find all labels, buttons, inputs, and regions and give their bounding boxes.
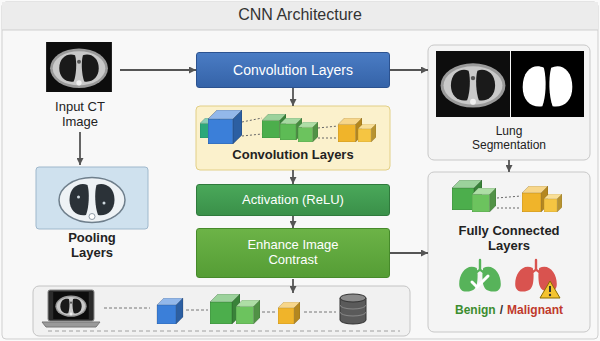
process-box: Enhance Image Contrast: [196, 228, 390, 278]
node-label: Malignant: [507, 304, 563, 318]
node-label: /: [500, 304, 503, 318]
fully-connected-panel: [472, 188, 496, 212]
flow-arrow: [120, 69, 196, 71]
convolution-panel: [358, 124, 376, 142]
text-row: Lung Segmentation: [464, 125, 554, 153]
convolution-panel: [298, 122, 318, 142]
output-panel: [33, 279, 410, 336]
flow-arrow: [292, 170, 294, 184]
text-row: Enhance Image Contrast: [233, 238, 353, 268]
output-panel: [53, 292, 89, 319]
malignant-lung-icon: [549, 286, 551, 292]
output-panel: [304, 312, 336, 313]
output-panel: [157, 298, 183, 324]
fully-connected-panel: [428, 172, 590, 332]
node-label: Convolution Layers: [232, 148, 353, 163]
convolution-panel: [208, 110, 242, 144]
node-label: Fully Connected Layers: [439, 224, 579, 254]
text-row: Benign / Malignant: [455, 304, 563, 318]
output-panel: [186, 310, 208, 311]
fully-connected-panel: [497, 196, 521, 208]
node-label: Convolution Layers: [233, 62, 353, 78]
output-panel: [48, 331, 400, 332]
convolution-panel: [318, 126, 338, 138]
node-label: Enhance Image Contrast: [233, 238, 353, 268]
segmentation-panel: [523, 66, 546, 106]
output-panel: [48, 290, 94, 321]
output-panel: [33, 286, 410, 336]
fully-connected-panel: [428, 172, 590, 332]
segmentation-panel: [549, 66, 572, 106]
benign-lung-icon: [459, 260, 501, 292]
layer-box: Convolution Layers: [196, 106, 390, 170]
segmentation-node: Lung Segmentation: [428, 45, 590, 160]
malignant-lung-icon: [515, 260, 560, 298]
flow-arrow: [508, 160, 510, 172]
flow-arrow: [390, 252, 428, 254]
input-ct-image: [46, 42, 112, 92]
segmentation-panel: [523, 66, 573, 106]
pooling-image: [59, 178, 125, 223]
output-panel: [262, 312, 276, 313]
segmentation-panel: [511, 51, 584, 117]
benign-lung-icon: [459, 260, 501, 292]
output-panel: [42, 322, 100, 327]
fully-connected-panel: [544, 194, 562, 212]
node-label: Activation (ReLU): [242, 193, 344, 208]
input-ct-image: [46, 42, 112, 92]
benign-lung-icon: [472, 276, 488, 287]
output-panel: [278, 302, 300, 324]
classifier-node: Fully Connected LayersBenign / Malignant: [428, 172, 590, 332]
output-panel: [292, 279, 294, 293]
convolution-panel: [242, 118, 262, 136]
diagram-title: CNN Architecture: [0, 6, 600, 24]
flow-arrow: [79, 132, 81, 165]
process-box: Activation (ReLU): [196, 184, 390, 216]
output-panel: [210, 294, 240, 324]
convolution-panel: [196, 106, 390, 170]
convolution-panel: [196, 106, 390, 170]
segmentation-panel: [436, 51, 510, 117]
pooling-node: Pooling Layers: [33, 165, 151, 261]
text-row: Input CT Image: [49, 100, 111, 130]
segmentation-panel: [428, 45, 590, 160]
text-row: Convolution Layers: [233, 62, 353, 78]
node-label: Pooling Layers: [57, 231, 127, 261]
flow-arrow: [292, 216, 294, 228]
malignant-lung-icon: [549, 294, 551, 296]
segmentation-panel: [436, 56, 510, 112]
flow-arrow: [390, 69, 428, 71]
text-row: Pooling Layers: [57, 231, 127, 261]
output-panel: [340, 294, 366, 302]
flow-arrow: [292, 88, 294, 106]
text-row: Fully Connected Layers: [439, 224, 579, 254]
node-label: Benign: [455, 304, 496, 318]
malignant-lung-icon: [540, 281, 560, 298]
text-row: Activation (ReLU): [242, 193, 344, 208]
input-image-node: Input CT Image: [40, 40, 120, 132]
process-box: Convolution Layers: [196, 52, 390, 88]
node-label: Lung Segmentation: [464, 125, 554, 153]
pooling-image: [36, 167, 148, 229]
pooling-image: [36, 167, 148, 229]
text-row: Convolution Layers: [232, 148, 353, 163]
output-panel: [236, 300, 260, 324]
output-panel: [340, 305, 366, 316]
page-frame: [2, 30, 598, 31]
malignant-lung-icon: [515, 260, 557, 292]
node-label: Input CT Image: [49, 100, 111, 130]
segmentation-panel: [428, 45, 590, 160]
output-panel: [104, 308, 150, 309]
